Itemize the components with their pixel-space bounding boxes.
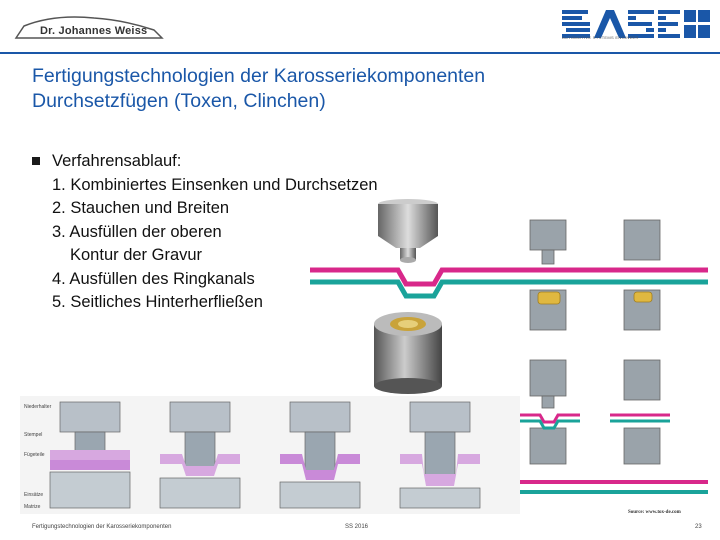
step-item: Kontur der Gravur (70, 246, 203, 264)
header-divider (0, 52, 720, 54)
step-item: 3. Ausfüllen der oberen (52, 222, 222, 241)
bullet-square-icon (32, 157, 40, 165)
label-holddown: Niederhalter (24, 404, 52, 410)
sheet-strips-top (310, 267, 708, 299)
author-logo-text: Dr. Johannes Weiss (40, 25, 148, 37)
step-item: 5. Seitliches Hinterherfließen (52, 293, 263, 311)
step-item: 1. Kombiniertes Einsenken und Durchsetze… (52, 175, 378, 194)
label-inserts: Einsätze (24, 492, 43, 498)
stage-3 (279, 401, 361, 509)
label-die: Matrize (24, 504, 41, 510)
title-line-1: Fertigungstechnologien der Karosseriekom… (32, 65, 486, 87)
clinching-sequence-diagram: Niederhalter Stempel Fügeteile Einsätze … (20, 396, 520, 514)
label-sheets: Fügeteile (24, 452, 45, 458)
label-punch: Stempel (24, 432, 42, 438)
stage-4 (399, 401, 481, 509)
partner-logo (562, 10, 710, 38)
footer-page-number: 23 (695, 524, 702, 530)
process-step-schematics (520, 219, 670, 465)
title-line-2: Durchsetzfügen (Toxen, Clinchen) (32, 90, 326, 112)
image-source-credit: Source: www.tox-de.com (628, 510, 681, 515)
steps-heading: Verfahrensablauf: (52, 152, 182, 170)
author-logo (14, 16, 164, 39)
step-item: 2. Stauchen und Breiten (52, 199, 230, 217)
process-steps: Verfahrensablauf: 1. Kombiniertes Einsen… (52, 150, 378, 315)
die-tool-image (374, 312, 442, 394)
stage-2 (159, 401, 241, 509)
stage-1 (49, 401, 131, 509)
footer-course-title: Fertigungstechnologien der Karosseriekom… (32, 524, 172, 530)
step-item: 4. Ausfüllen des Ringkanals (52, 269, 255, 288)
punch-tool-image (378, 199, 438, 263)
footer-semester: SS 2016 (345, 524, 369, 530)
partner-logo-subtext: AUTOMOTIVE SYSTEMS ENGINEER (562, 35, 639, 40)
slide-title: Fertigungstechnologien der Karosseriekom… (32, 64, 485, 114)
